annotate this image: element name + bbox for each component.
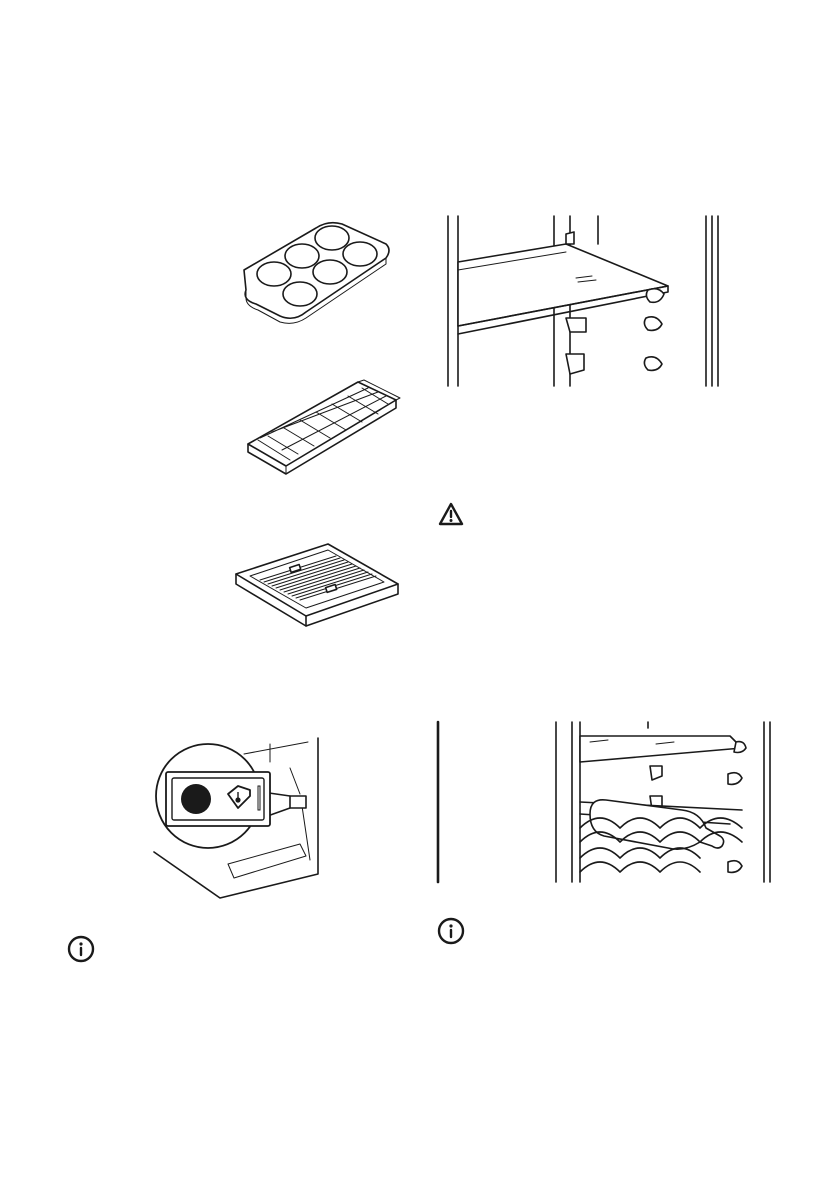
info-circle-icon [66,934,96,964]
ice-cube-tray-illustration [238,374,402,486]
glass-shelf-illustration [436,214,728,388]
cold-accumulator-illustration [230,536,402,628]
bottle-rack-illustration [430,718,776,884]
temperature-indicator-illustration [150,734,326,900]
warning-triangle-icon [438,502,464,526]
info-circle-icon [436,916,466,946]
muffin-tray-illustration [236,216,396,324]
